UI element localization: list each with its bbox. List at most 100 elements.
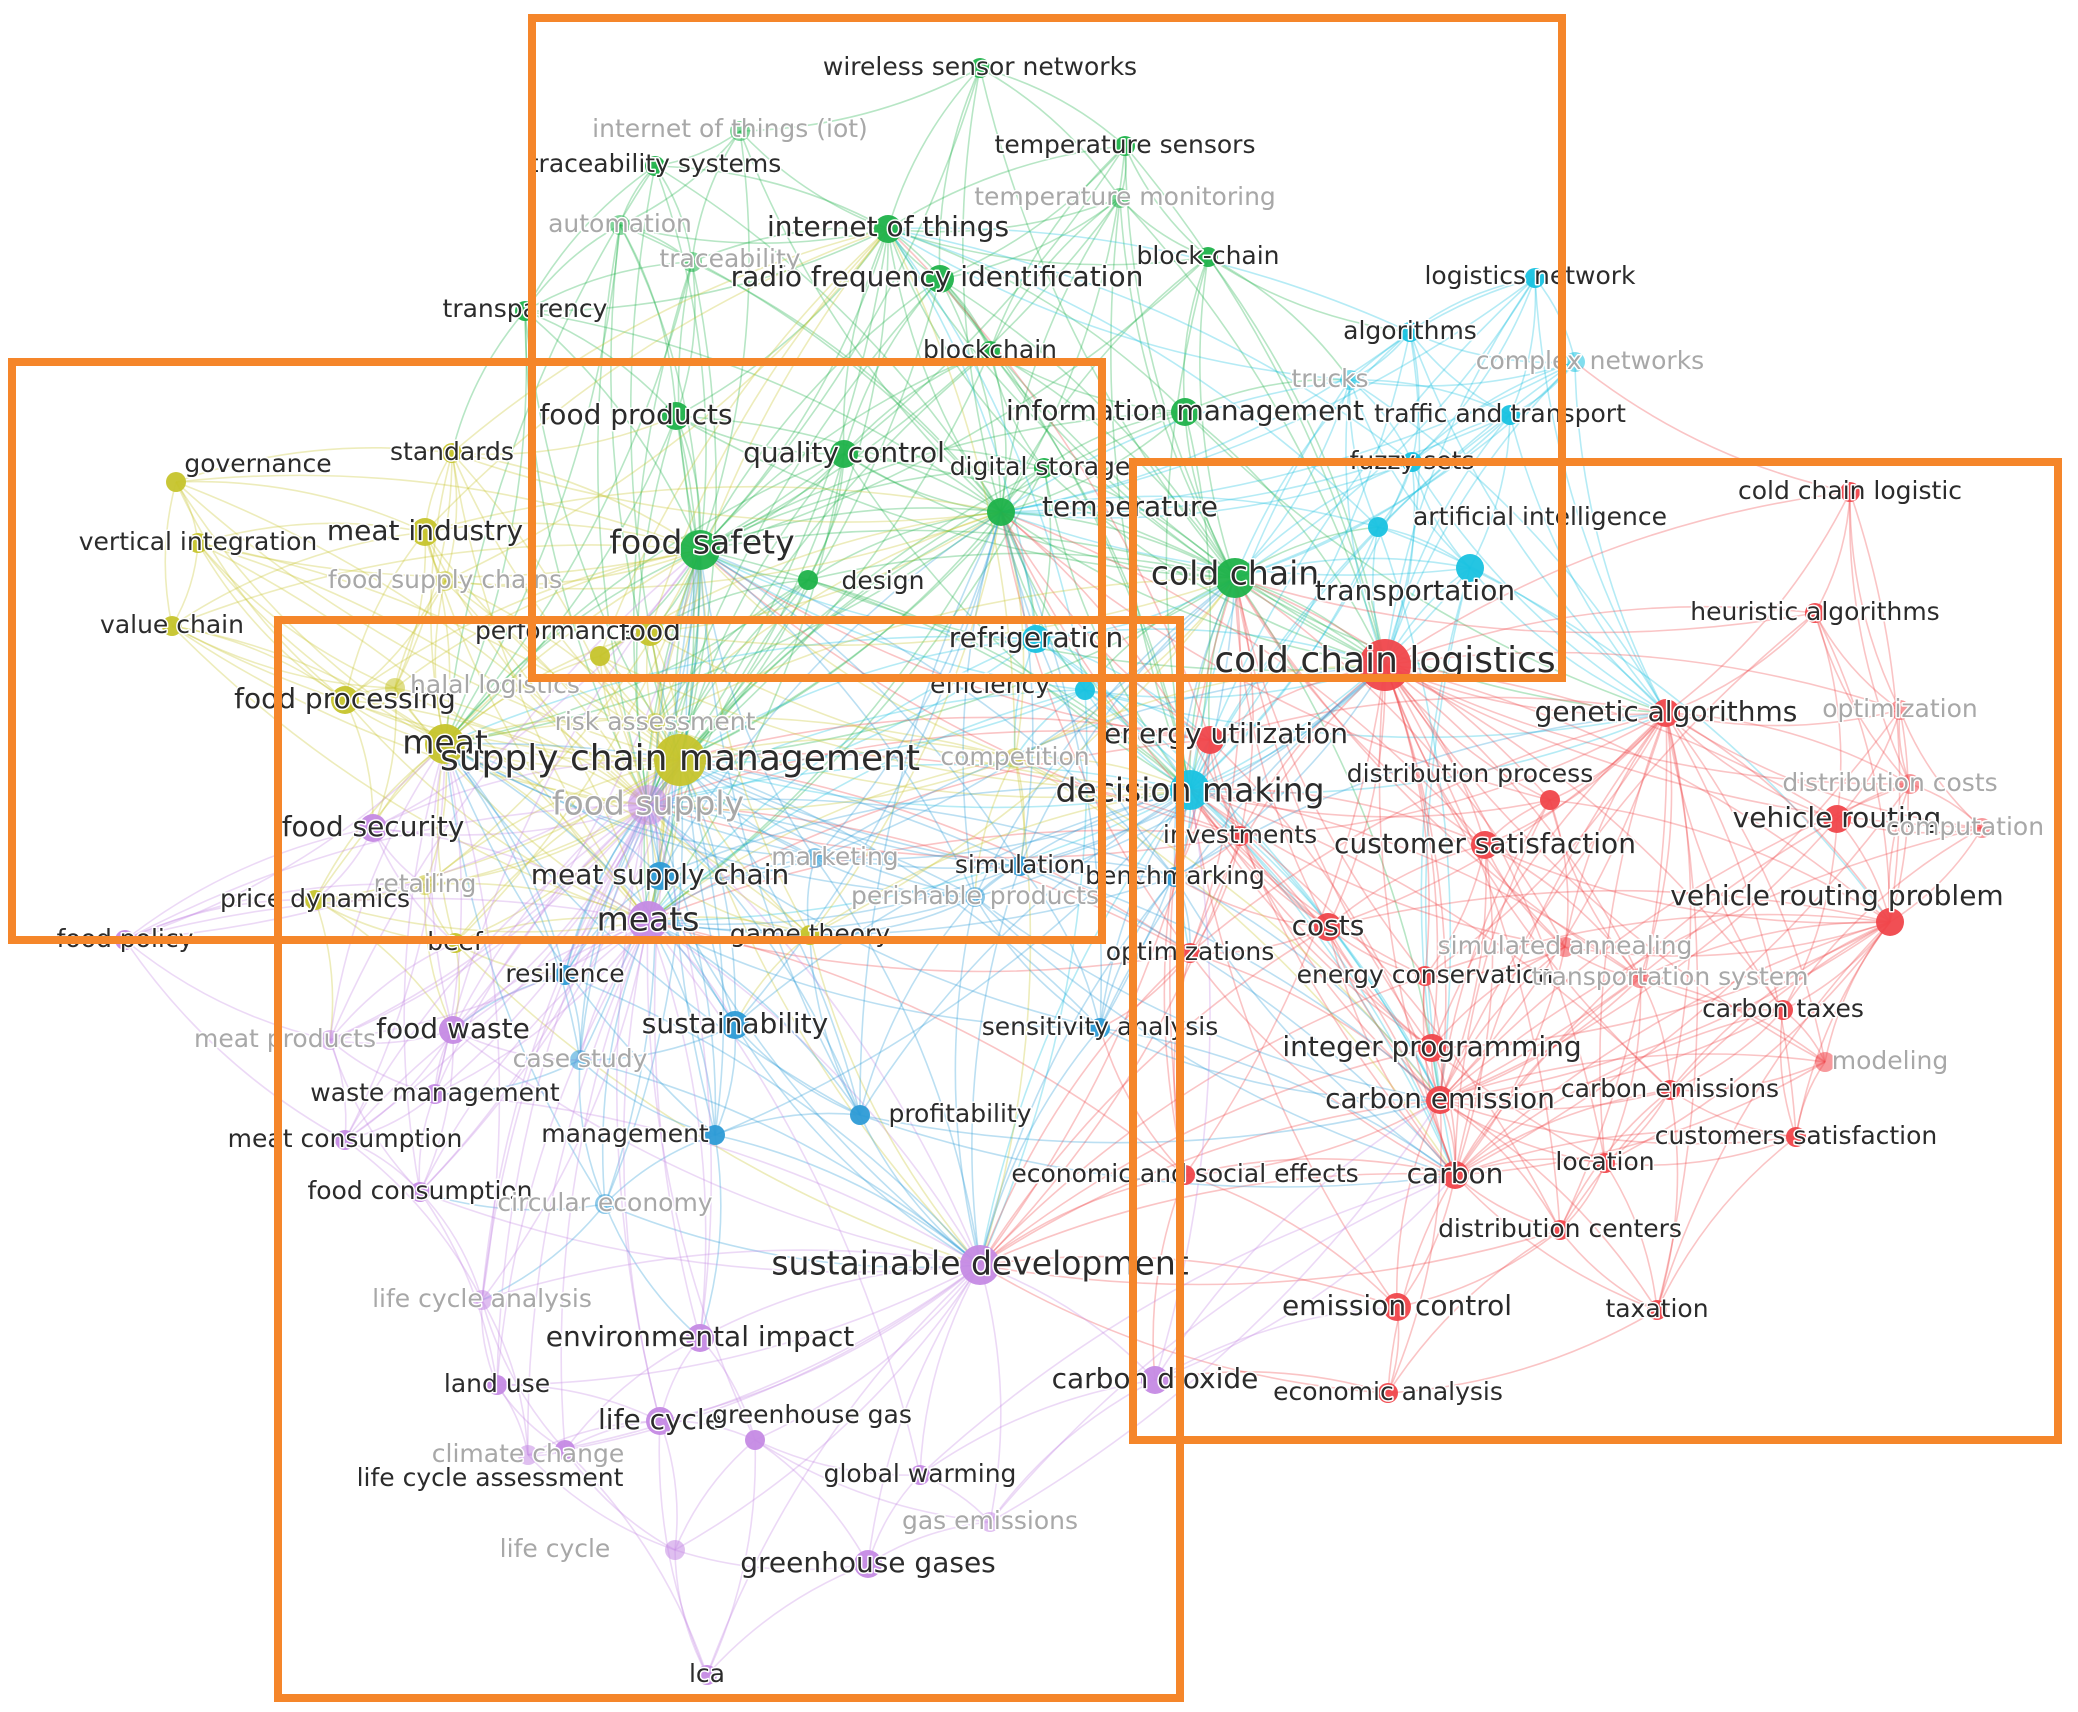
node-meats[interactable] xyxy=(628,901,668,941)
node-resilience[interactable] xyxy=(555,965,575,985)
node-efficiency[interactable] xyxy=(1075,680,1095,700)
node-location[interactable] xyxy=(1595,1153,1615,1173)
node-iot[interactable] xyxy=(874,215,902,243)
node-food-safety[interactable] xyxy=(680,530,720,570)
node-cold-chain[interactable] xyxy=(1215,558,1255,598)
node-performance[interactable] xyxy=(590,646,610,666)
node-temp-sensors[interactable] xyxy=(1115,136,1135,156)
node-temp-monitoring[interactable] xyxy=(1110,188,1130,208)
node-waste-mgmt[interactable] xyxy=(425,1084,445,1104)
node-traceability[interactable] xyxy=(682,252,702,272)
node-integer-programming[interactable] xyxy=(1418,1034,1446,1062)
node-simulation[interactable] xyxy=(1010,856,1030,876)
node-design[interactable] xyxy=(798,570,818,590)
node-distribution-costs[interactable] xyxy=(1900,774,1920,794)
node-life-cycle[interactable] xyxy=(646,1407,674,1435)
node-simulated-annealing[interactable] xyxy=(1555,937,1575,957)
node-sensitivity[interactable] xyxy=(1090,1018,1110,1038)
node-ghg[interactable] xyxy=(745,1430,765,1450)
node-quality-control[interactable] xyxy=(830,440,858,468)
node-env-impact[interactable] xyxy=(686,1324,714,1352)
node-complex-networks[interactable] xyxy=(1565,352,1585,372)
node-scm[interactable] xyxy=(654,734,706,786)
node-ghgs[interactable] xyxy=(854,1550,882,1578)
node-food-waste[interactable] xyxy=(439,1016,467,1044)
node-iot-paren[interactable] xyxy=(730,121,750,141)
node-governance[interactable] xyxy=(166,472,186,492)
node-price-dynamics[interactable] xyxy=(305,890,325,910)
node-block-chain[interactable] xyxy=(1198,247,1218,267)
node-modeling[interactable] xyxy=(1815,1052,1835,1072)
node-traffic[interactable] xyxy=(1500,405,1520,425)
node-climate-change[interactable] xyxy=(518,1445,538,1465)
node-vertical-integration[interactable] xyxy=(188,533,208,553)
node-temperature[interactable] xyxy=(987,498,1015,526)
node-algorithms[interactable] xyxy=(1400,322,1420,342)
node-rfid[interactable] xyxy=(926,265,954,293)
node-wsn[interactable] xyxy=(970,58,990,78)
node-value-chain[interactable] xyxy=(162,616,182,636)
node-food[interactable] xyxy=(636,618,664,646)
node-food-products[interactable] xyxy=(662,402,690,430)
node-food-processing[interactable] xyxy=(331,686,359,714)
node-vrp[interactable] xyxy=(1876,908,1904,936)
node-distribution-centers[interactable] xyxy=(1550,1220,1570,1240)
node-carbon-taxes[interactable] xyxy=(1773,1000,1793,1020)
node-automation[interactable] xyxy=(610,215,630,235)
node-competition[interactable] xyxy=(1005,748,1025,768)
node-halal[interactable] xyxy=(385,678,405,698)
node-transportation-system[interactable] xyxy=(1630,968,1650,988)
node-computation[interactable] xyxy=(1972,818,1992,838)
node-genetic[interactable] xyxy=(1652,699,1680,727)
node-risk-assessment[interactable] xyxy=(645,713,665,733)
node-investments[interactable] xyxy=(1230,826,1250,846)
node-sustainability[interactable] xyxy=(721,1011,749,1039)
node-refrigeration[interactable] xyxy=(1022,625,1050,653)
node-energy-conservation[interactable] xyxy=(1415,966,1435,986)
node-lca[interactable] xyxy=(697,1665,717,1685)
node-lca-assessment[interactable] xyxy=(555,1440,575,1460)
node-ai[interactable] xyxy=(1368,517,1388,537)
node-heuristic[interactable] xyxy=(1805,603,1825,623)
node-food-supply-chain[interactable] xyxy=(435,571,455,591)
node-lca-analysis[interactable] xyxy=(472,1290,492,1310)
node-taxation[interactable] xyxy=(1647,1300,1667,1320)
node-circular-economy[interactable] xyxy=(595,1194,615,1214)
node-traceability-sys[interactable] xyxy=(645,156,665,176)
node-customer-satisfaction[interactable] xyxy=(1471,831,1499,859)
node-transportation[interactable] xyxy=(1456,554,1484,582)
node-carbon[interactable] xyxy=(1441,1161,1469,1189)
node-meat-industry[interactable] xyxy=(411,518,439,546)
node-meat-products[interactable] xyxy=(320,1030,340,1050)
node-land-use[interactable] xyxy=(487,1375,507,1395)
node-customers-satisfaction[interactable] xyxy=(1786,1127,1806,1147)
node-vehicle-routing[interactable] xyxy=(1823,805,1851,833)
node-energy-util[interactable] xyxy=(1196,726,1224,754)
node-optimizations[interactable] xyxy=(1180,943,1200,963)
node-sustainable-dev[interactable] xyxy=(960,1245,1000,1285)
node-meat[interactable] xyxy=(425,724,465,764)
node-marketing[interactable] xyxy=(805,848,825,868)
node-retailing[interactable] xyxy=(415,875,435,895)
node-cold-chain-logistic[interactable] xyxy=(1840,482,1860,502)
node-gas-emissions[interactable] xyxy=(980,1512,1000,1532)
node-meat-supply-chain[interactable] xyxy=(646,862,674,890)
node-case-study[interactable] xyxy=(570,1050,590,1070)
node-logistics-network[interactable] xyxy=(1525,268,1545,288)
node-food-supply[interactable] xyxy=(628,785,668,825)
node-economic-analysis[interactable] xyxy=(1378,1383,1398,1403)
node-carbon-emission[interactable] xyxy=(1426,1086,1454,1114)
node-global-warming[interactable] xyxy=(910,1465,930,1485)
node-standards[interactable] xyxy=(442,443,462,463)
node-optimization[interactable] xyxy=(1890,700,1910,720)
node-life-cycle2[interactable] xyxy=(665,1540,685,1560)
node-carbon-dioxide[interactable] xyxy=(1141,1366,1169,1394)
node-profitability[interactable] xyxy=(850,1105,870,1125)
node-meat-consumption[interactable] xyxy=(335,1130,355,1150)
node-trucks[interactable] xyxy=(1340,370,1360,390)
node-costs[interactable] xyxy=(1314,913,1342,941)
node-perishable[interactable] xyxy=(965,887,985,907)
node-distribution-process[interactable] xyxy=(1540,790,1560,810)
node-management[interactable] xyxy=(705,1125,725,1145)
node-food-security[interactable] xyxy=(359,814,387,842)
